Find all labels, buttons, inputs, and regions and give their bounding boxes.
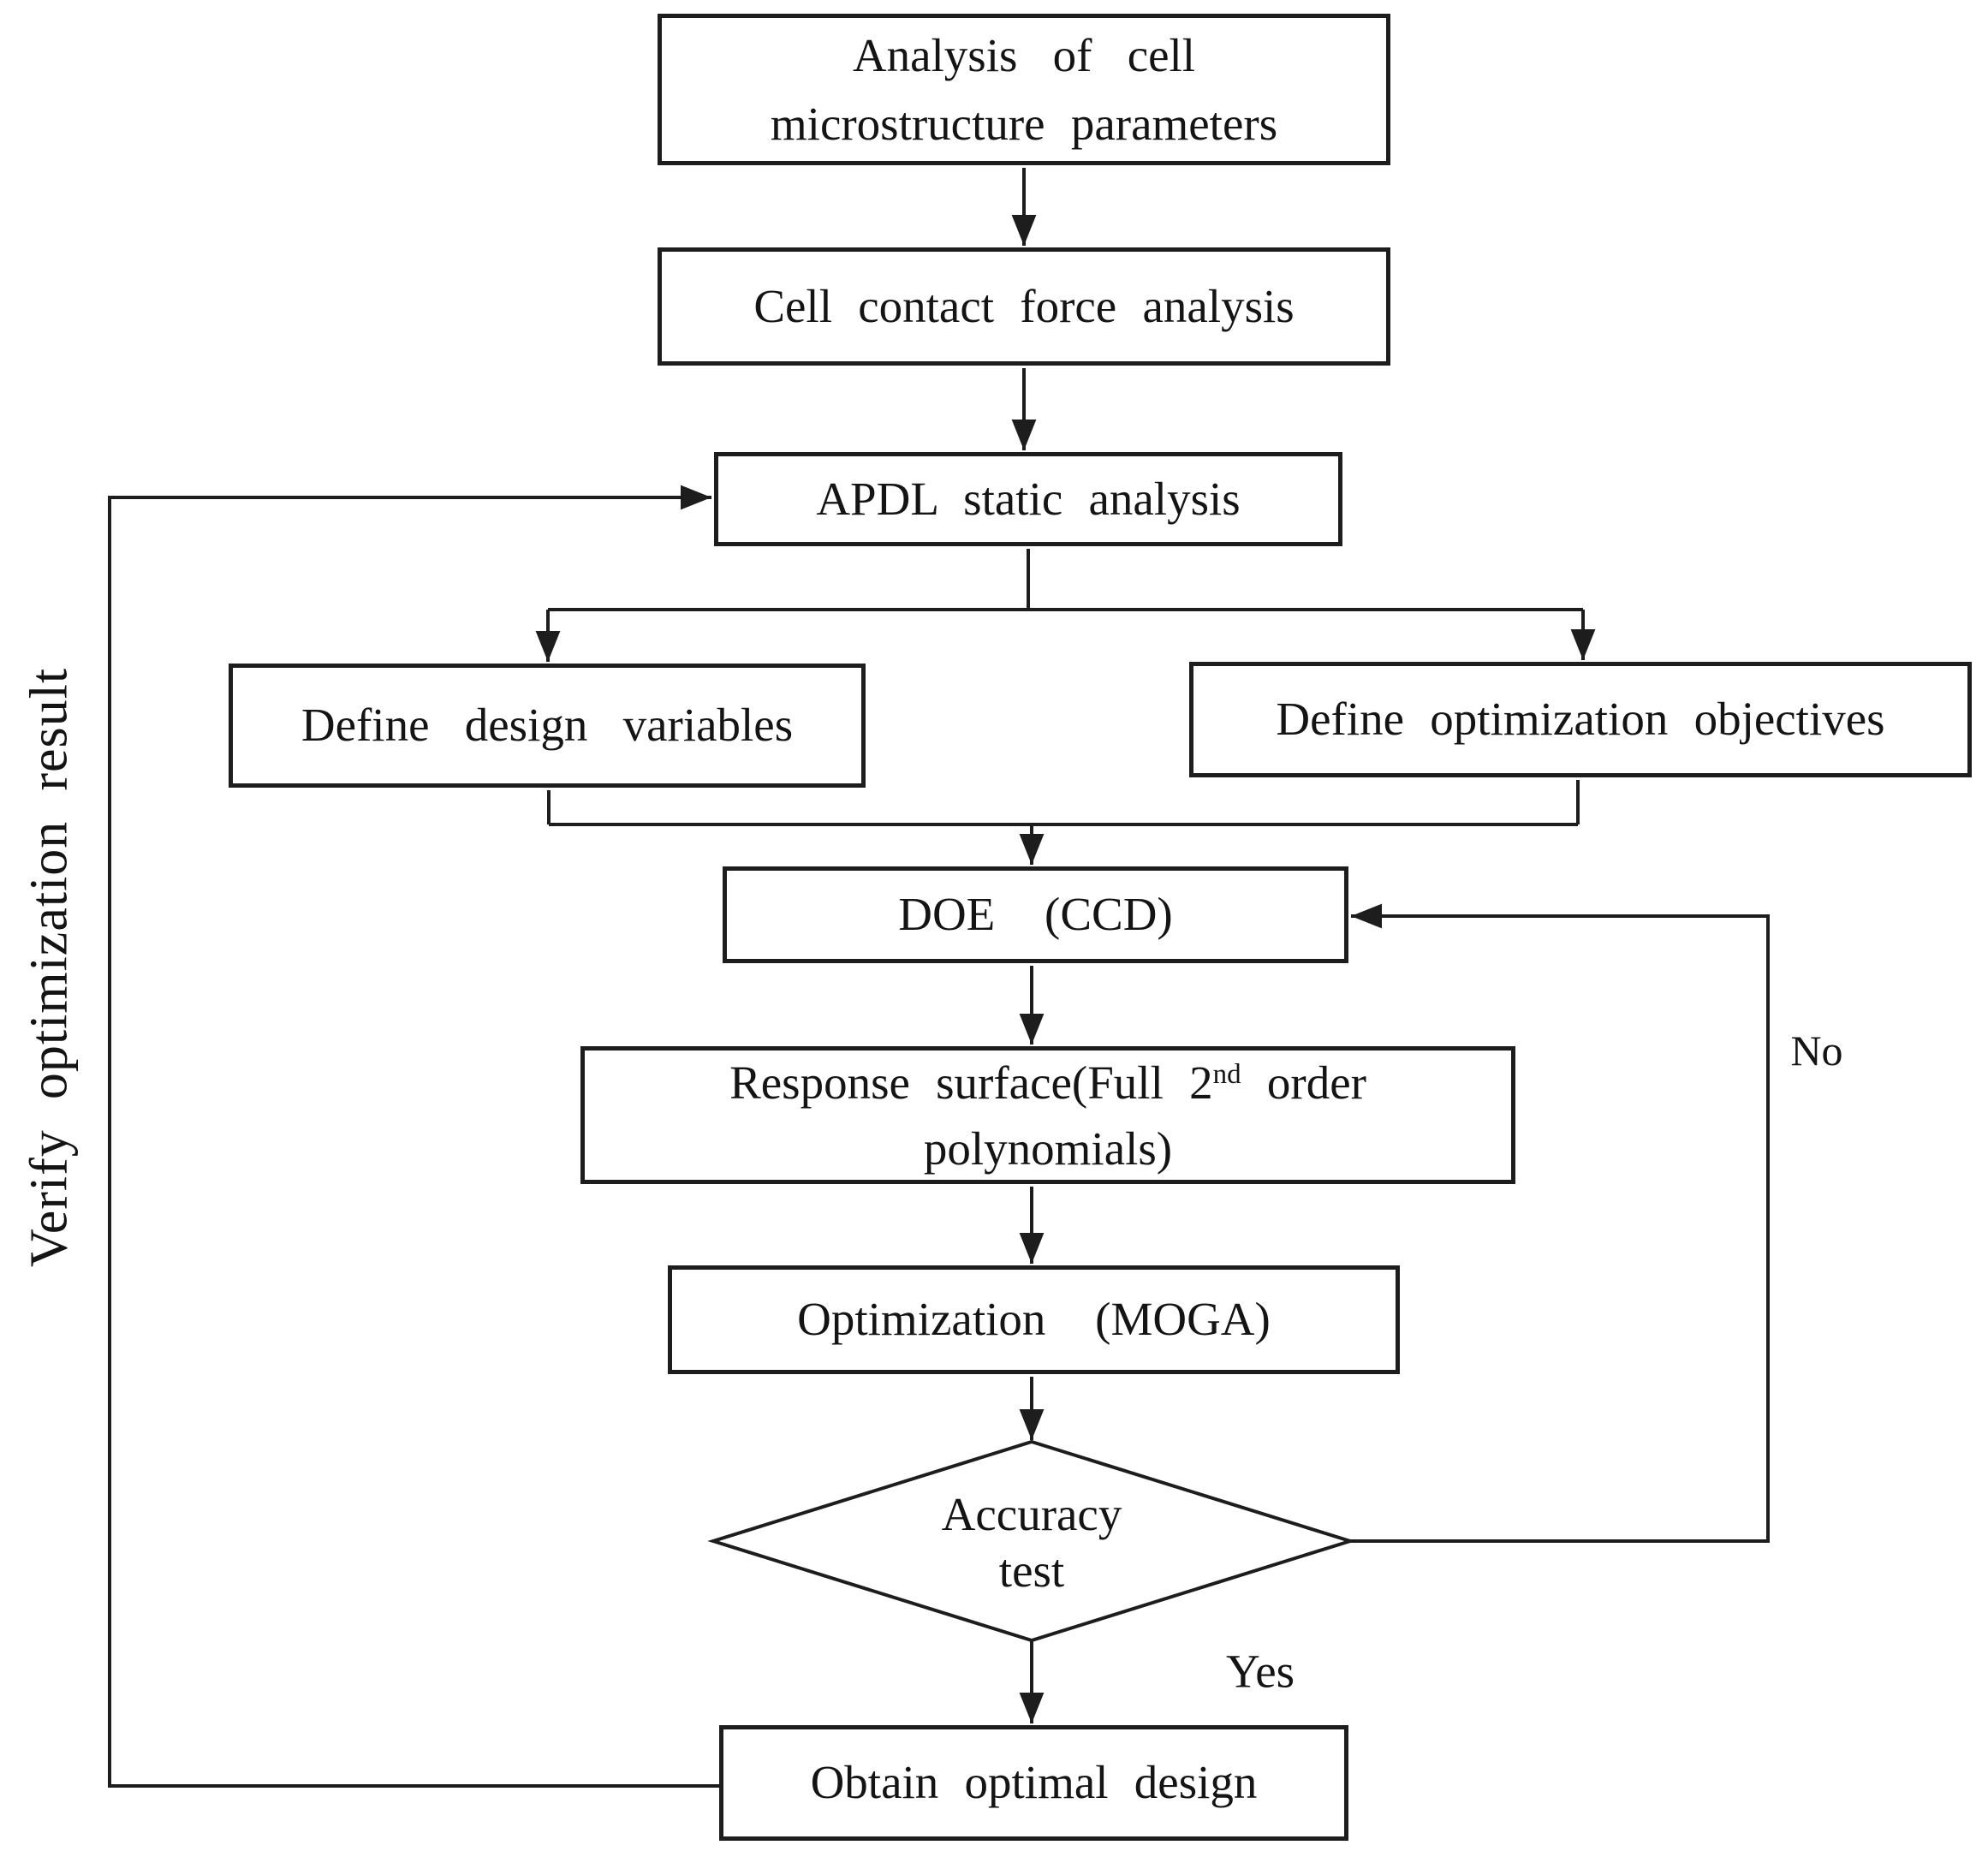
node-doe-label: DOE (CCD) [898,888,1173,941]
node-response-surface-line1-part1: Response surface(Full 2 [729,1056,1213,1109]
edge-label-verify-optimization-result: Verify optimization result [20,667,79,1268]
node-response-surface: Response surface(Full 2nd order polynomi… [580,1046,1515,1184]
node-accuracy-test-line2: test [998,1545,1065,1597]
node-analysis-line1: Analysis of cell [852,28,1196,81]
node-cell-contact-force-analysis: Cell contact force analysis [658,247,1390,366]
node-response-surface-superscript: nd [1212,1059,1241,1091]
node-doe-ccd: DOE (CCD) [723,866,1348,963]
edge-label-no: No [1790,1027,1843,1074]
node-response-surface-line1: Response surface(Full 2nd order [729,1050,1366,1116]
node-accuracy-test-line1: Accuracy [941,1488,1122,1540]
edge-label-yes: Yes [1225,1645,1295,1698]
node-cell-contact-label: Cell contact force analysis [753,279,1295,332]
edge-accuracy-no-to-doe [1350,903,1770,1543]
node-optimization-moga: Optimization (MOGA) [668,1265,1400,1374]
node-accuracy-test-label: Accuracy test [942,1486,1122,1599]
node-apdl-static-analysis: APDL static analysis [714,452,1342,546]
node-define-design-variables: Define design variables [229,664,866,788]
edge-verify-loop-to-apdl [108,485,721,1788]
node-design-variables-label: Define design variables [301,699,794,752]
node-response-surface-line1-part2: order [1241,1056,1366,1109]
node-apdl-label: APDL static analysis [816,472,1241,525]
decision-diamond [707,1439,1356,1643]
node-analysis-line2: microstructure parameters [770,97,1278,150]
node-optimization-label: Optimization (MOGA) [797,1293,1271,1346]
node-obtain-optimal-label: Obtain optimal design [810,1756,1258,1809]
node-obtain-optimal-design: Obtain optimal design [719,1725,1348,1841]
node-define-optimization-objectives: Define optimization objectives [1189,662,1972,777]
node-response-surface-line2: polynomials) [923,1122,1173,1175]
node-analysis-of-cell-microstructure: Analysis of cell microstructure paramete… [658,14,1390,165]
node-optimization-objectives-label: Define optimization objectives [1276,693,1885,746]
